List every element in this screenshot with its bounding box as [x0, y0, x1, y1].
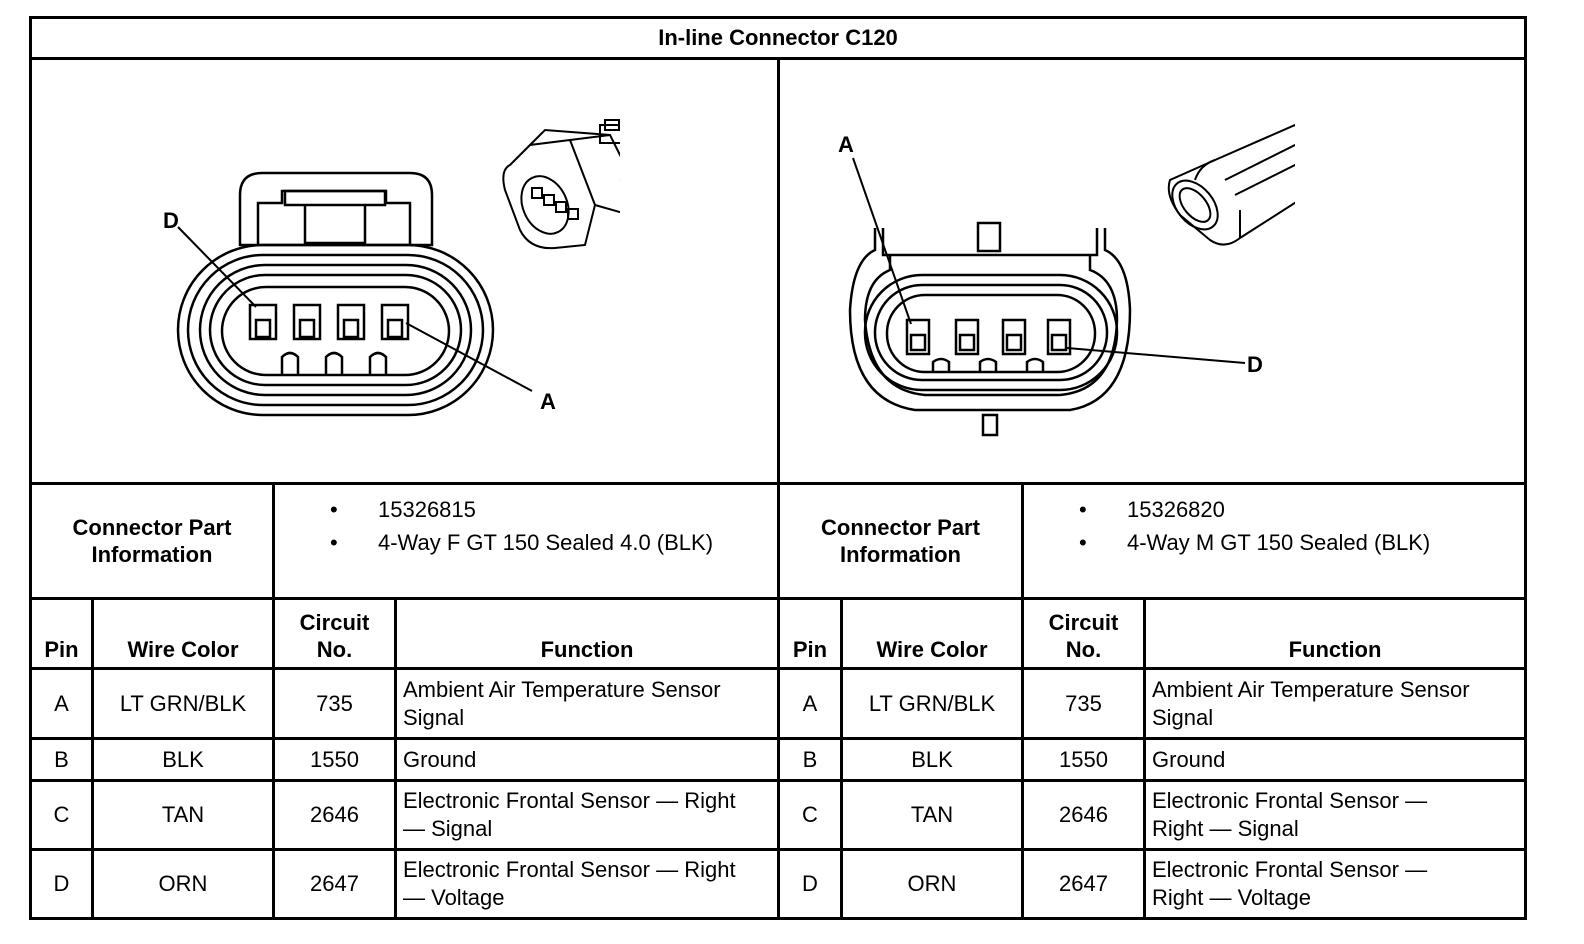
cell-circuit: 735 — [316, 690, 353, 716]
bullet: • — [330, 530, 338, 555]
cell-function: Ambient Air Temperature Sensor Signal — [1152, 676, 1470, 730]
cell-wire-color: ORN — [907, 871, 957, 896]
rule-left-circuit — [394, 597, 397, 920]
cell-pin: C — [53, 802, 70, 827]
cell-function: Electronic Frontal Sensor — Right — Sign… — [403, 788, 736, 841]
col-header-function: Function — [540, 637, 634, 662]
part-desc-left: • 4-Way F GT 150 Sealed 4.0 (BLK) — [330, 526, 770, 559]
col-header-function: Function — [1288, 637, 1382, 662]
col-header-pin: Pin — [44, 637, 79, 662]
bullet: • — [330, 497, 338, 522]
cell-wire-color: BLK — [911, 746, 953, 772]
callout-a-left: A — [540, 389, 556, 414]
cell-wire-color: LT GRN/BLK — [119, 690, 247, 716]
cell-wire-color: BLK — [162, 746, 204, 772]
rule-left-info — [272, 482, 275, 920]
rule-right-pin — [840, 597, 843, 920]
cell-pin: B — [802, 746, 818, 772]
part-desc-text: 4-Way F GT 150 Sealed 4.0 (BLK) — [378, 530, 714, 555]
male-pin-cavities — [905, 318, 1072, 372]
callout-d-right: D — [1247, 352, 1263, 377]
cell-function: Electronic Frontal Sensor — Right — Volt… — [1152, 857, 1428, 910]
cell-circuit: 2647 — [1059, 871, 1108, 896]
cell-pin: C — [802, 802, 818, 827]
callout-a-right: A — [838, 132, 854, 157]
cell-function: Electronic Frontal Sensor — Right — Sign… — [1152, 788, 1428, 841]
cell-circuit: 735 — [1065, 690, 1102, 716]
col-header-wire-color: Wire Color — [876, 637, 988, 662]
cell-function: Ground — [1152, 746, 1226, 772]
cell-circuit: 2646 — [310, 802, 359, 827]
cell-wire-color: TAN — [910, 802, 954, 827]
cell-circuit: 2646 — [1059, 802, 1108, 827]
table-title: In-line Connector C120 — [658, 25, 898, 50]
cell-pin: B — [54, 746, 69, 772]
cell-function: Ambient Air Temperature Sensor Signal — [403, 676, 721, 730]
part-number-right: • 15326820 — [1079, 493, 1519, 526]
cell-pin: A — [802, 690, 818, 716]
female-pin-cavities — [248, 303, 410, 375]
cell-circuit: 2647 — [310, 871, 359, 896]
cell-pin: D — [802, 871, 818, 896]
cell-pin: D — [53, 871, 70, 896]
cell-wire-color: LT GRN/BLK — [868, 690, 996, 716]
part-desc-right: • 4-Way M GT 150 Sealed (BLK) — [1079, 526, 1519, 559]
male-connector-figure: A D — [838, 123, 1295, 437]
male-connector-thumbnail — [1167, 123, 1295, 246]
rule-right-info — [1021, 482, 1024, 920]
female-connector-figure: D A — [163, 119, 620, 417]
rule-right-circuit — [1143, 597, 1146, 920]
cell-circuit: 1550 — [310, 746, 359, 772]
cell-pin: A — [54, 690, 69, 716]
part-number-left: • 15326815 — [330, 493, 770, 526]
part-info-label-right: Connector Part Information — [821, 515, 980, 567]
cell-wire-color: ORN — [158, 871, 208, 896]
part-number-text: 15326815 — [378, 497, 476, 522]
col-header-pin: Pin — [792, 637, 828, 662]
female-connector-thumbnail — [502, 119, 620, 250]
rule-center — [777, 57, 780, 920]
cell-wire-color: TAN — [161, 802, 205, 827]
col-header-circuit: Circuit No. — [1048, 610, 1119, 662]
part-desc-text: 4-Way M GT 150 Sealed (BLK) — [1127, 530, 1431, 555]
cell-function: Ground — [403, 746, 477, 772]
cell-circuit: 1550 — [1059, 746, 1108, 772]
part-info-label-left: Connector Part Information — [72, 515, 232, 567]
bullet: • — [1079, 497, 1087, 522]
bullet: • — [1079, 530, 1087, 555]
col-header-wire-color: Wire Color — [127, 637, 239, 662]
rule-left-pin — [91, 597, 94, 920]
part-number-text: 15326820 — [1127, 497, 1225, 522]
col-header-circuit: Circuit No. — [299, 610, 370, 662]
cell-function: Electronic Frontal Sensor — Right — Volt… — [403, 857, 736, 910]
callout-d-left: D — [163, 208, 179, 233]
